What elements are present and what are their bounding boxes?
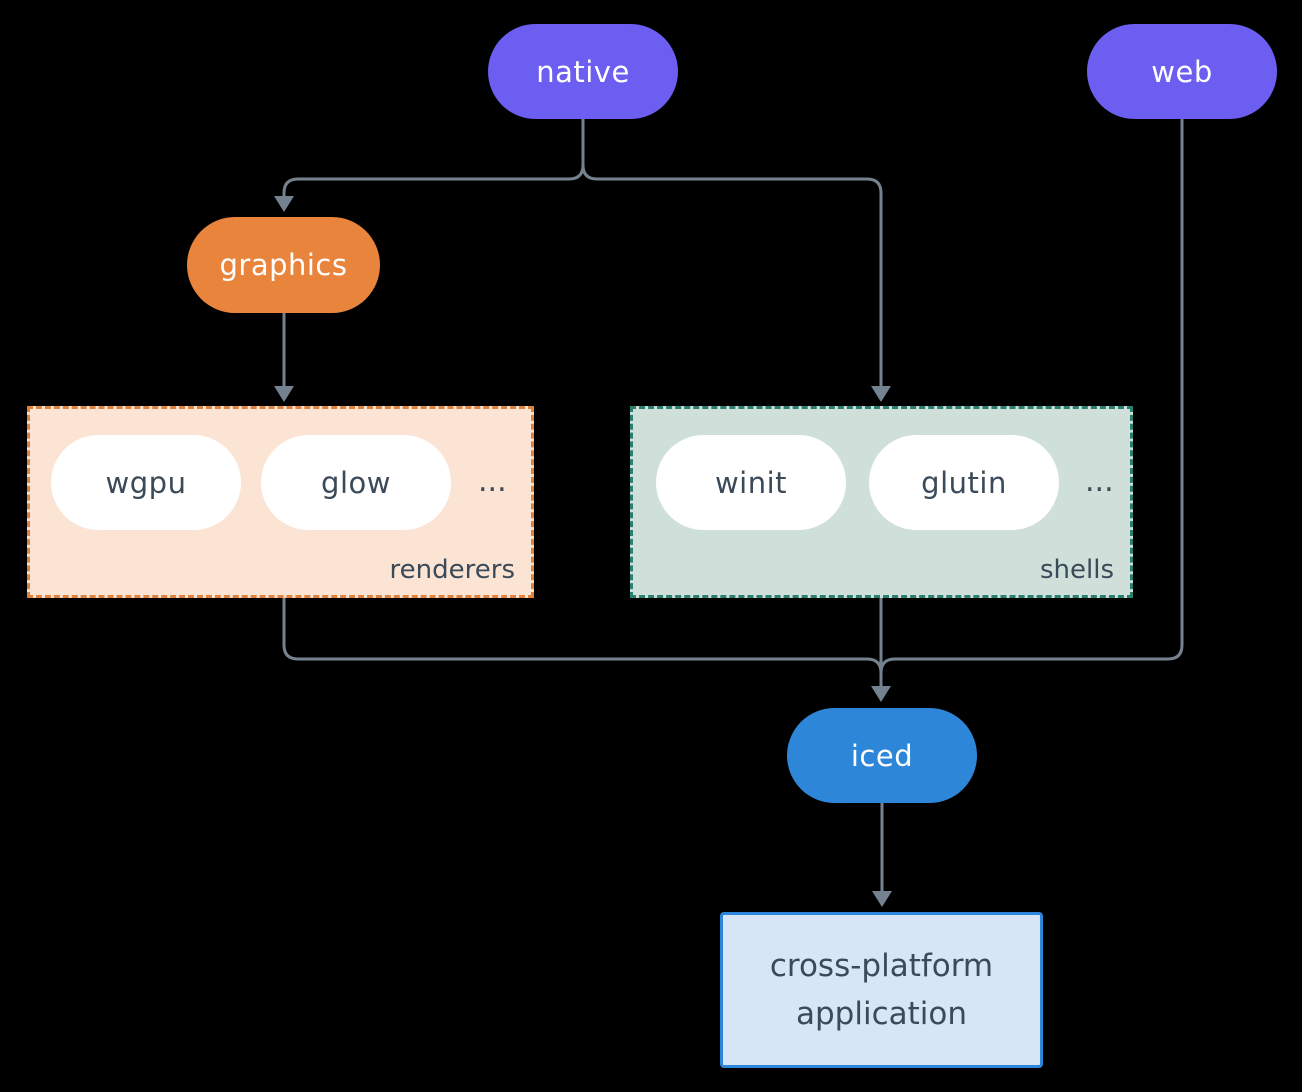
- pill-glow: glow: [261, 435, 451, 530]
- shells-label: shells: [1039, 555, 1114, 585]
- application-label-line1: cross-platform: [769, 947, 994, 984]
- arrowhead-application: [872, 891, 892, 907]
- pill-wgpu: wgpu: [51, 435, 241, 530]
- edge-native-graphics: [282, 118, 585, 197]
- group-renderers: wgpu glow ... renderers: [27, 406, 534, 598]
- arrowhead-graphics: [274, 196, 294, 212]
- arrowhead-renderers: [274, 386, 294, 402]
- arrowhead-iced: [871, 686, 891, 702]
- node-application: cross-platform application: [720, 912, 1043, 1068]
- pill-glutin: glutin: [869, 435, 1059, 530]
- node-native: native: [488, 24, 678, 119]
- pill-winit: winit: [656, 435, 846, 530]
- application-label-line2: application: [796, 996, 967, 1032]
- group-shells: winit glutin ... shells: [630, 406, 1133, 598]
- renderers-label: renderers: [389, 555, 515, 585]
- node-iced: iced: [787, 708, 977, 803]
- shells-ellipsis: ...: [1085, 464, 1114, 499]
- node-graphics: graphics: [187, 217, 380, 313]
- node-web: web: [1087, 24, 1277, 119]
- arrowhead-shells: [871, 386, 891, 402]
- edge-web-iced: [879, 118, 1184, 674]
- edge-native-shells: [581, 118, 883, 387]
- edge-renderers-iced: [282, 598, 883, 674]
- renderers-ellipsis: ...: [478, 464, 507, 499]
